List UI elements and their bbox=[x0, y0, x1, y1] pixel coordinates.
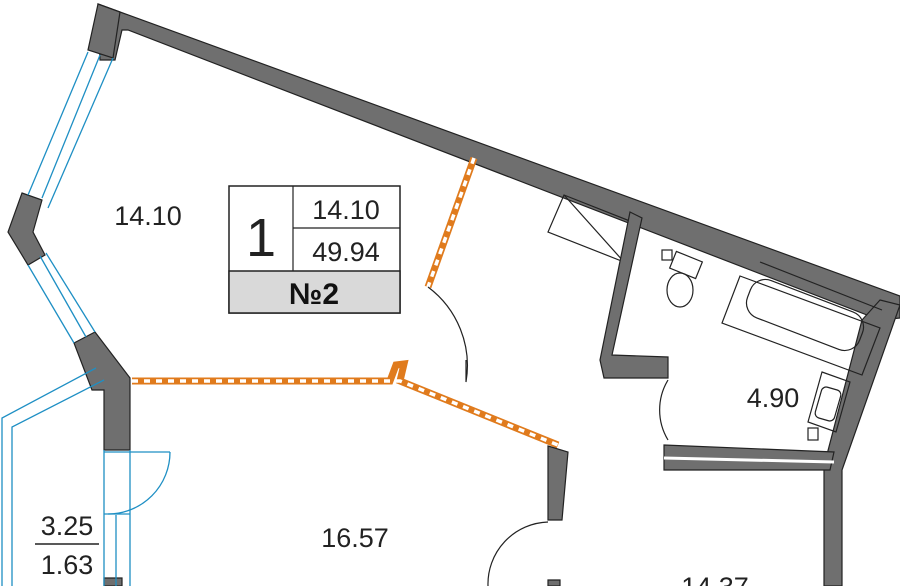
room-area-bathroom: 4.90 bbox=[747, 383, 800, 413]
bathroom-wall-bottom bbox=[663, 444, 835, 471]
living-area: 14.10 bbox=[312, 195, 380, 225]
bathtub-icon bbox=[721, 261, 883, 376]
wall-column-bottom bbox=[547, 579, 561, 586]
partition-room bbox=[424, 156, 478, 289]
room-count: 1 bbox=[246, 208, 276, 268]
wall-pier-lower bbox=[73, 331, 131, 451]
room-area-kitchen: 16.57 bbox=[321, 523, 389, 553]
window-upper bbox=[27, 51, 114, 209]
balcony-door-swing bbox=[107, 451, 171, 515]
bathroom-wall-left bbox=[599, 211, 669, 379]
wall-gap bbox=[663, 456, 835, 464]
wall-column bbox=[547, 445, 569, 521]
total-area: 49.94 bbox=[312, 237, 380, 267]
balcony-outline bbox=[1, 367, 171, 586]
room-area-hallway: 14.37 bbox=[681, 572, 749, 586]
partition-kitchen bbox=[132, 359, 560, 449]
balcony-area-total: 3.25 bbox=[41, 511, 94, 541]
balcony-area-reduced: 1.63 bbox=[41, 550, 94, 580]
room-door-swing bbox=[427, 286, 468, 383]
sink-icon bbox=[807, 371, 851, 441]
kitchen-door-swing bbox=[487, 521, 549, 586]
toilet-icon bbox=[661, 249, 704, 308]
window-lower bbox=[27, 252, 96, 344]
room-area-living: 14.10 bbox=[114, 201, 182, 231]
exterior-wall-right bbox=[823, 299, 900, 586]
apartment-number: №2 bbox=[289, 278, 339, 311]
bathroom-door-swing bbox=[659, 379, 669, 441]
wall-stub-bottom bbox=[103, 577, 123, 586]
wall-corner bbox=[7, 192, 46, 266]
exterior-wall-top bbox=[97, 3, 900, 321]
apartment-summary: 1 14.10 49.94 №2 bbox=[228, 185, 401, 314]
